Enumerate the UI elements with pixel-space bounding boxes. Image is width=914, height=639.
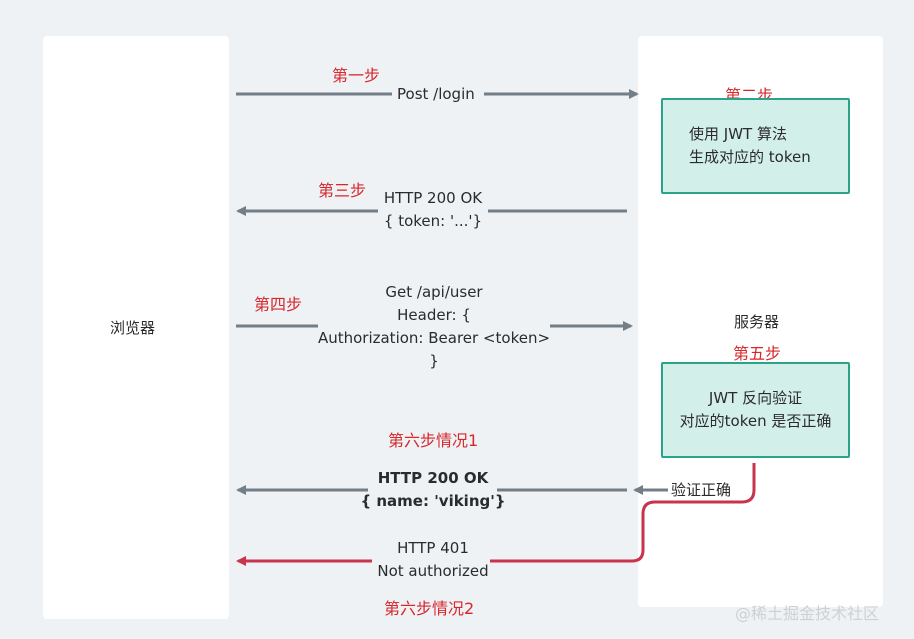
- jwt-sign-line1: 使用 JWT 算法: [689, 125, 787, 143]
- browser-lane: [43, 36, 229, 619]
- arrow-fail-curve: [631, 463, 756, 563]
- step1-label: 第一步: [332, 66, 381, 85]
- jwt-sign-box: 使用 JWT 算法 生成对应的 token: [661, 98, 850, 194]
- ok-response-line2: { name: 'viking'}: [360, 492, 506, 510]
- get-user-line1: Get /api/user: [385, 283, 483, 301]
- step6-case1-label: 第六步情况1: [388, 431, 479, 450]
- jwt-verify-line1: JWT 反向验证: [708, 389, 803, 407]
- browser-label: 浏览器: [110, 319, 156, 337]
- get-user-line4: }: [429, 352, 439, 370]
- jwt-sign-line2: 生成对应的 token: [689, 148, 811, 166]
- post-login-message: Post /login: [397, 85, 475, 103]
- step4-label: 第四步: [254, 295, 303, 314]
- fail-response-message: HTTP 401 Not authorized: [360, 537, 506, 583]
- step3-label: 第三步: [318, 181, 367, 200]
- fail-response-line1: HTTP 401: [397, 539, 469, 557]
- fail-response-line2: Not authorized: [377, 562, 489, 580]
- server-label: 服务器: [734, 313, 780, 331]
- jwt-verify-line2: 对应的token 是否正确: [679, 412, 832, 430]
- step5-label: 第五步: [733, 344, 782, 363]
- token-response-line1: HTTP 200 OK: [383, 189, 483, 207]
- get-user-message: Get /api/user Header: { Authorization: B…: [316, 281, 552, 373]
- get-user-line2: Header: {: [397, 306, 471, 324]
- watermark: @稀土掘金技术社区: [735, 604, 880, 623]
- ok-response-message: HTTP 200 OK { name: 'viking'}: [360, 467, 506, 513]
- jwt-verify-box: JWT 反向验证 对应的token 是否正确: [661, 362, 850, 458]
- token-response-line2: { token: '...'}: [383, 212, 483, 230]
- get-user-line3: Authorization: Bearer <token>: [317, 329, 551, 347]
- verify-ok-label: 验证正确: [671, 481, 732, 499]
- ok-response-line1: HTTP 200 OK: [377, 469, 489, 487]
- step6-case2-label: 第六步情况2: [384, 599, 475, 618]
- token-response-message: HTTP 200 OK { token: '...'}: [360, 187, 506, 233]
